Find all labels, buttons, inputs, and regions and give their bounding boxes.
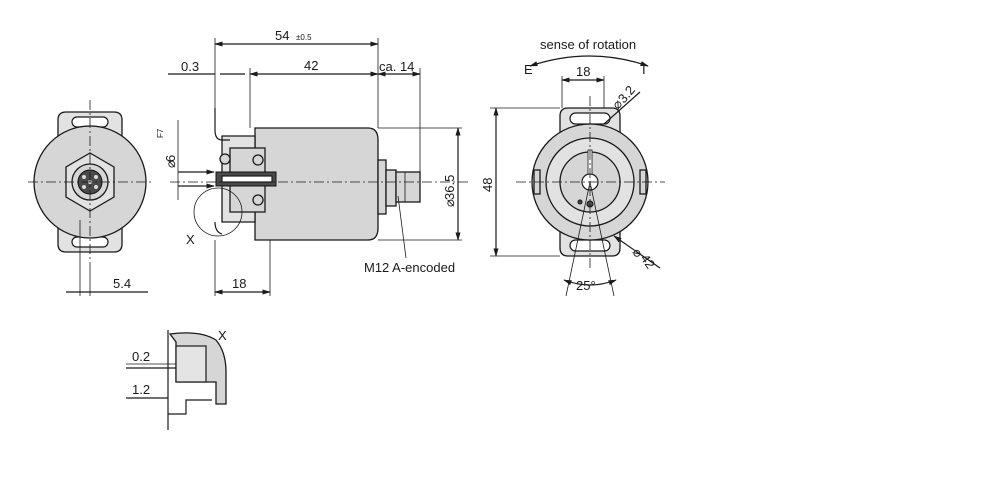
dim-0-2: 0.2 [132,349,150,364]
connector-m12 [395,171,421,203]
label-x-side: X [186,232,195,247]
dim-54-tol: ±0.5 [296,33,312,42]
side-view: 54 ±0.5 42 ca. 14 0.3 6 ⌀ F7 36.5 ⌀ 18 M… [156,28,470,296]
dim-18-front: 18 [576,64,590,79]
dim-18-side: 18 [232,276,246,291]
detail-x-circle [193,187,243,237]
encoder-body [254,127,379,241]
diameter-symbol-6: ⌀ [163,160,178,168]
dim-dia-6: 6 [163,155,178,162]
sense-of-rotation: sense of rotation [540,37,636,52]
label-x-detail: X [218,328,227,343]
dim-36-5: 36.5 [442,175,457,200]
dim-0-3: 0.3 [181,59,199,74]
dim-5-4: 5.4 [113,276,131,291]
dim-f7: F7 [156,128,165,138]
dim-ca-14: ca. 14 [379,59,414,74]
label-m12: M12 A-encoded [364,260,455,275]
dim-42: 42 [304,58,318,73]
dim-54: 54 [275,28,289,43]
dim-48: 48 [480,178,495,192]
detail-x: 0.2 1.2 X [126,328,227,430]
rot-e: E [524,62,533,77]
rot-i: I [642,62,646,77]
dim-dia-42: 42 [638,251,659,271]
dim-1-2: 1.2 [132,382,150,397]
rear-view: 5.4 [28,100,152,296]
diameter-symbol-36-5: ⌀ [442,199,457,207]
dim-25-deg: 25° [576,278,596,293]
front-view: sense of rotation E I 18 3.2 ⌀ 48 ⌀ 42 2… [480,37,665,297]
